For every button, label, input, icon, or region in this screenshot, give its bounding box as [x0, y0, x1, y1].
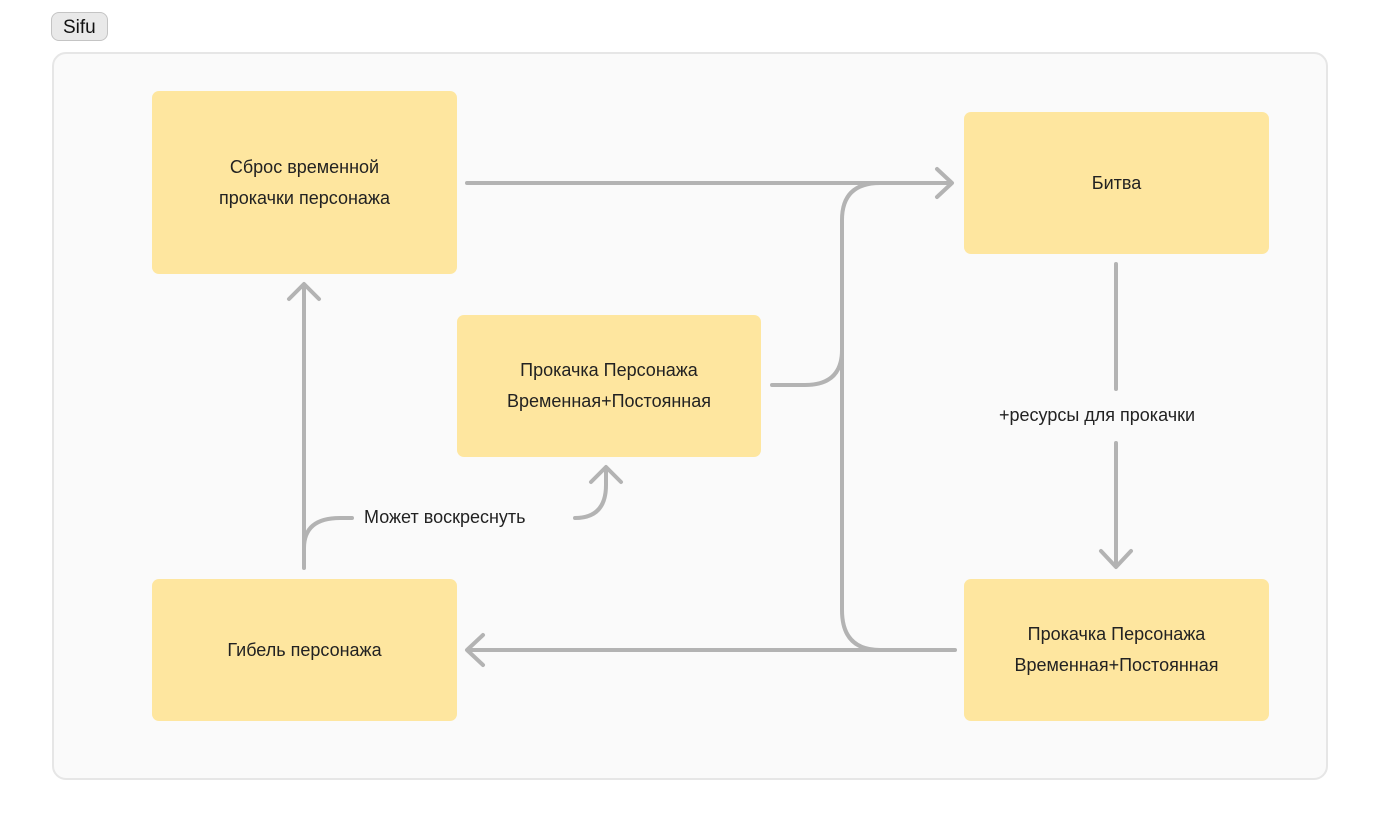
- node-battle-label: Битва: [1091, 172, 1142, 193]
- edge-mid-upgrade-to-bus: [770, 348, 844, 387]
- arrowhead-battle-icon: [935, 167, 954, 199]
- edge-label-resources: +ресурсы для прокачки: [999, 405, 1195, 426]
- arrowhead-left-icon: [465, 633, 485, 667]
- edge-bus-vertical: [840, 181, 882, 652]
- node-reset-line2: прокачки персонажа: [219, 187, 390, 208]
- node-upgrade-middle-line2: Временная+Постоянная: [507, 391, 711, 411]
- node-reset-line1: Сброс временной: [229, 156, 380, 177]
- node-upgrade-middle-line1: Прокачка Персонажа: [520, 360, 698, 380]
- tag-button[interactable]: Sifu: [51, 12, 108, 41]
- node-reset-upgrade[interactable]: Сброс временной прокачки персонажа: [152, 91, 457, 274]
- arrowhead-down-icon: [1099, 549, 1133, 569]
- edge-label-revive: Может воскреснуть: [364, 507, 526, 528]
- arrowhead-revive-icon: [589, 465, 623, 484]
- edge-revive-left: [302, 516, 354, 550]
- node-upgrade-right-line2: Временная+Постоянная: [1014, 655, 1219, 675]
- node-upgrade-right[interactable]: Прокачка Персонажа Временная+Постоянная: [964, 579, 1269, 721]
- node-battle[interactable]: Битва: [964, 112, 1269, 254]
- edge-revive-right: [573, 466, 608, 520]
- arrowhead-up-icon: [287, 282, 321, 301]
- node-death-label: Гибель персонажа: [227, 639, 382, 660]
- node-death[interactable]: Гибель персонажа: [152, 579, 457, 721]
- node-upgrade-right-line1: Прокачка Персонажа: [1027, 624, 1206, 644]
- node-upgrade-middle[interactable]: Прокачка Персонажа Временная+Постоянная: [457, 315, 761, 457]
